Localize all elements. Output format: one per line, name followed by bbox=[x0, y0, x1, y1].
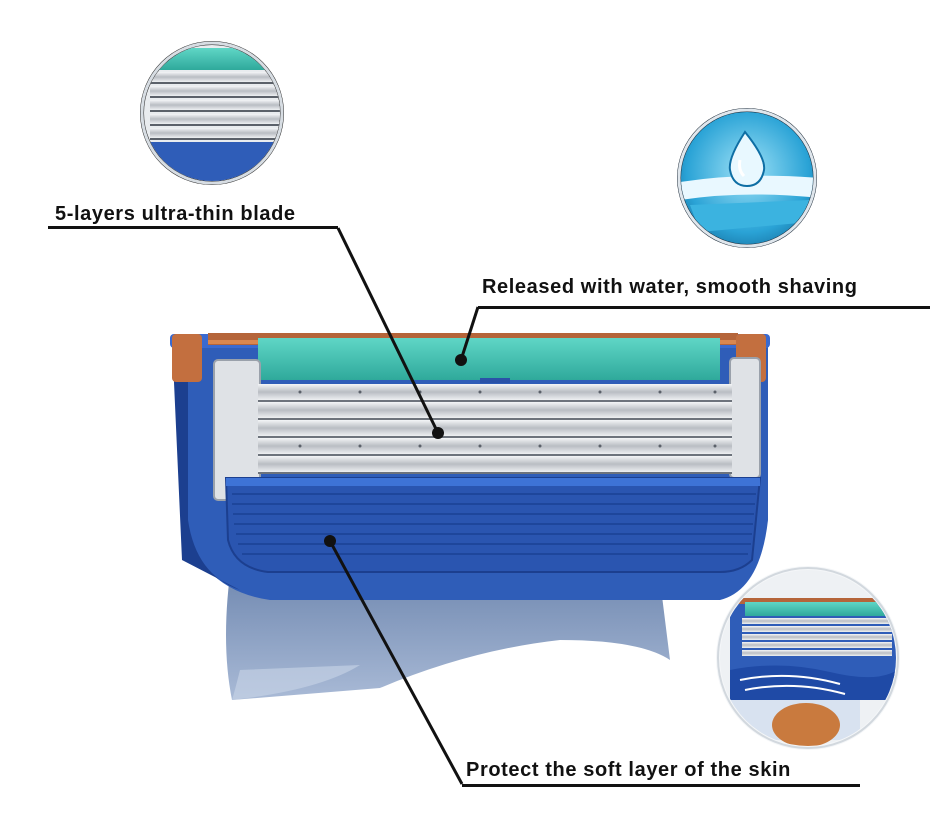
callout-lines bbox=[328, 227, 480, 785]
water-callout-label: Released with water, smooth shaving bbox=[482, 276, 858, 298]
blade-closeup-icon bbox=[140, 41, 284, 185]
callout-dots bbox=[324, 354, 467, 547]
cartridge-thumbnail-icon bbox=[716, 566, 900, 750]
blade-callout-underline bbox=[48, 226, 338, 229]
skin-callout-label: Protect the soft layer of the skin bbox=[466, 759, 791, 781]
five-blades bbox=[258, 384, 732, 474]
skin-callout-underline bbox=[462, 784, 860, 787]
water-callout-underline bbox=[478, 306, 930, 309]
blade-callout-label: 5-layers ultra-thin blade bbox=[55, 203, 296, 225]
lubricant-strip bbox=[258, 338, 720, 383]
comfort-guard bbox=[224, 477, 762, 573]
water-drop-icon bbox=[677, 108, 817, 248]
